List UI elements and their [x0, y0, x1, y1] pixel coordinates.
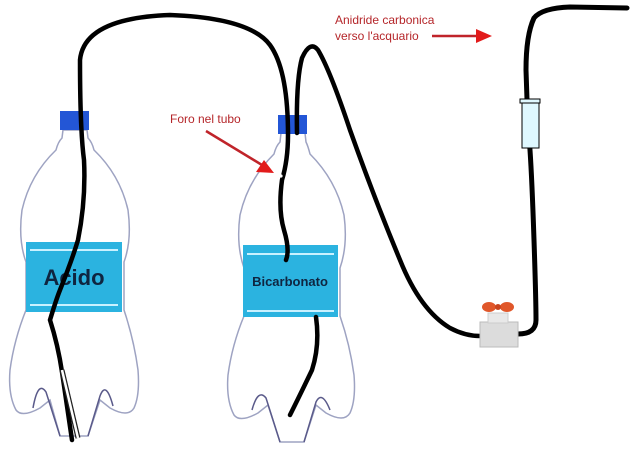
- annotation-co2-line2: verso l'acquario: [335, 29, 419, 43]
- bottle-acid-base-left: [32, 387, 61, 437]
- check-valve: [519, 98, 541, 149]
- bottle-bicarbonate-cap: [278, 115, 307, 134]
- valve-body: [479, 321, 519, 348]
- arrow-hole: [205, 129, 274, 173]
- valve-handle-center: [495, 304, 501, 310]
- valve-handle-right: [500, 302, 514, 312]
- bottle-bicarbonate-label: Bicarbonato: [252, 274, 328, 289]
- bottle-bicarbonate: Bicarbonato: [226, 115, 356, 443]
- bottle-acid-cap: [60, 111, 89, 130]
- annotation-co2-line1: Anidride carbonica: [335, 13, 435, 27]
- bottle-bicarbonate-base-left: [251, 394, 281, 443]
- tube-to-aquarium: [515, 4, 630, 337]
- bottle-acid-label: Acido: [43, 265, 104, 290]
- valve-handle-left: [482, 302, 496, 312]
- tube-hole: [279, 174, 283, 178]
- valve: [479, 302, 519, 348]
- tube-co2-out: [294, 44, 483, 339]
- annotation-hole: Foro nel tubo: [170, 112, 241, 126]
- valve-stem: [487, 312, 509, 324]
- arrow-hole-head: [256, 160, 274, 173]
- bottle-acid-base-right: [87, 389, 114, 437]
- arrow-co2: [432, 29, 492, 43]
- bottle-bicarbonate-base-right: [303, 396, 331, 443]
- arrow-co2-head: [476, 29, 492, 43]
- arrow-hole-shaft: [205, 129, 263, 167]
- tube-acid-rigid-tip-inner: [60, 369, 80, 439]
- check-valve-flange: [519, 98, 541, 104]
- bottle-bicarbonate-label-band: [243, 245, 338, 317]
- tube-acid-to-bicarbonate: [47, 12, 291, 443]
- check-valve-body: [521, 102, 540, 149]
- bottle-acid: Acido: [8, 111, 140, 437]
- tube-bicarbonate-inner: [287, 314, 320, 418]
